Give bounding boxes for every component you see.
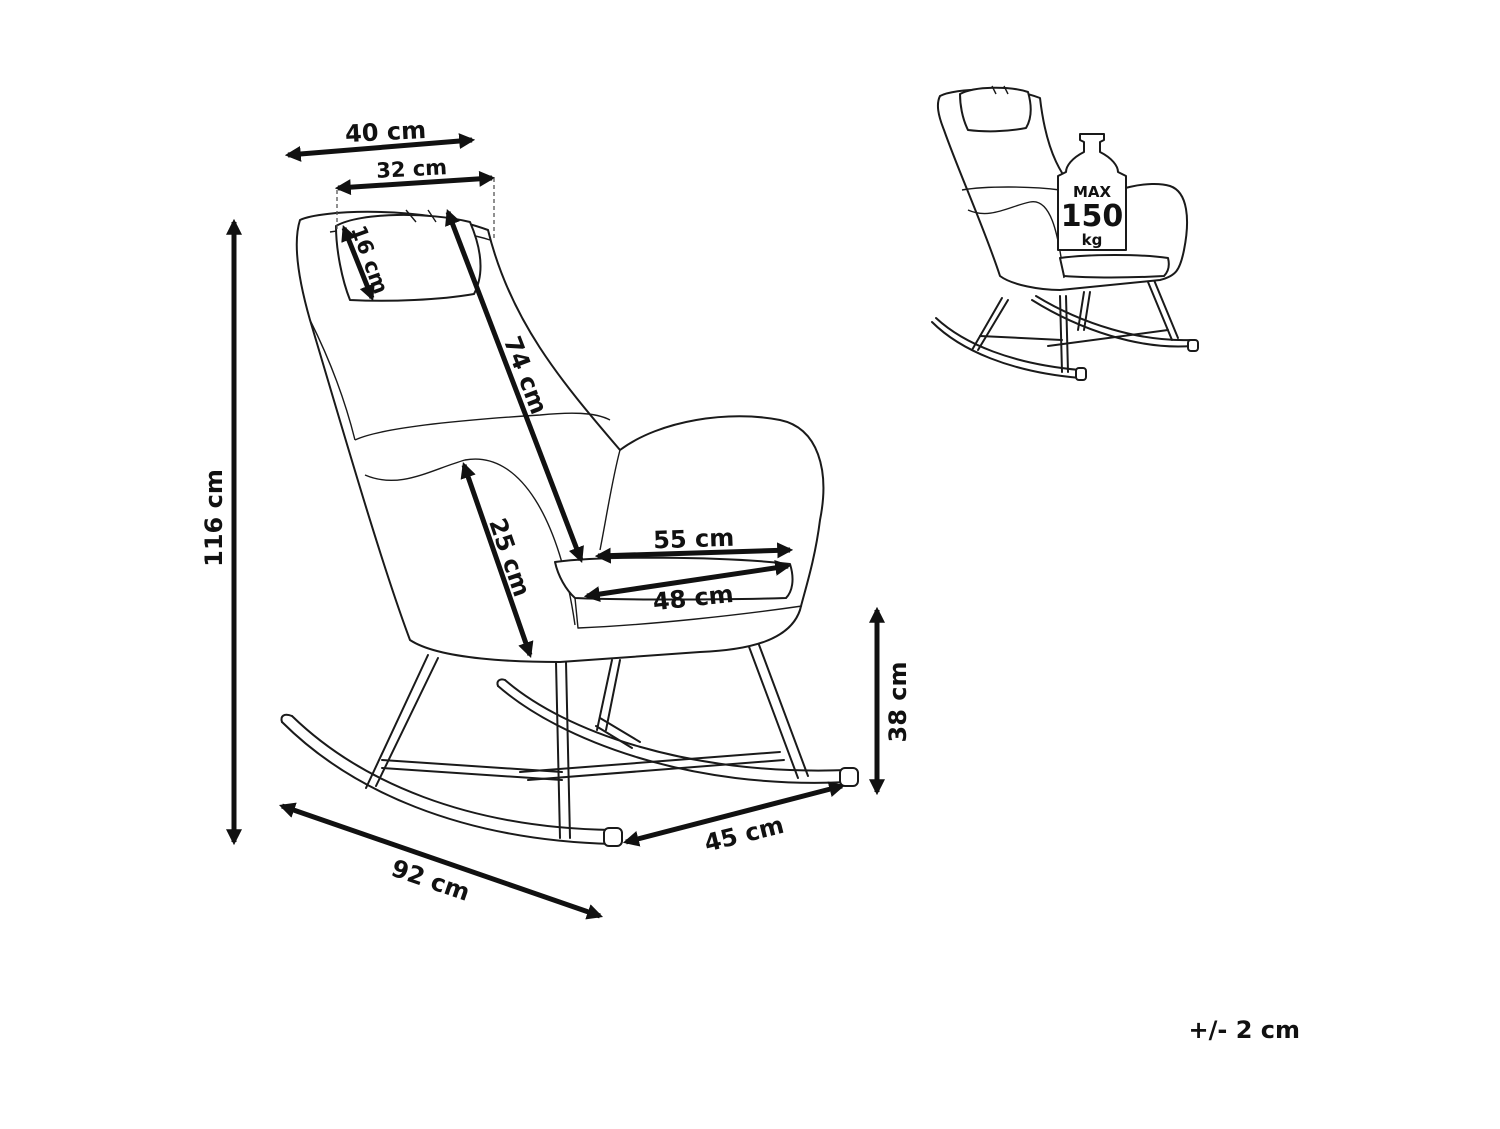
- label-rocker-length: 92 cm: [388, 854, 474, 907]
- label-headrest-width: 32 cm: [376, 155, 448, 183]
- label-height-total: 116 cm: [200, 469, 228, 567]
- dim-line-headrest-height: [341, 225, 375, 301]
- max-load-value: 150: [1061, 199, 1124, 234]
- label-seat-height: 38 cm: [884, 662, 912, 743]
- dim-line-armrest-height: [460, 461, 534, 659]
- dim-line-width-top: [284, 133, 476, 162]
- dimension-lines: [225, 133, 886, 920]
- dim-line-rocker-length: [278, 802, 604, 920]
- dim-line-seat-width: [594, 542, 794, 564]
- dim-line-seat-depth: [583, 559, 792, 603]
- max-load-badge: MAX 150 kg: [1057, 133, 1127, 251]
- label-seat-width: 55 cm: [653, 524, 735, 555]
- max-load-label: MAX: [1073, 183, 1112, 201]
- label-width-top: 40 cm: [344, 116, 426, 148]
- dim-line-base-width: [622, 781, 846, 847]
- max-load-unit: kg: [1082, 231, 1103, 249]
- dim-line-backrest-height: [445, 209, 584, 563]
- dim-line-headrest-width: [334, 170, 496, 196]
- tolerance-note: +/- 2 cm: [1189, 1016, 1300, 1044]
